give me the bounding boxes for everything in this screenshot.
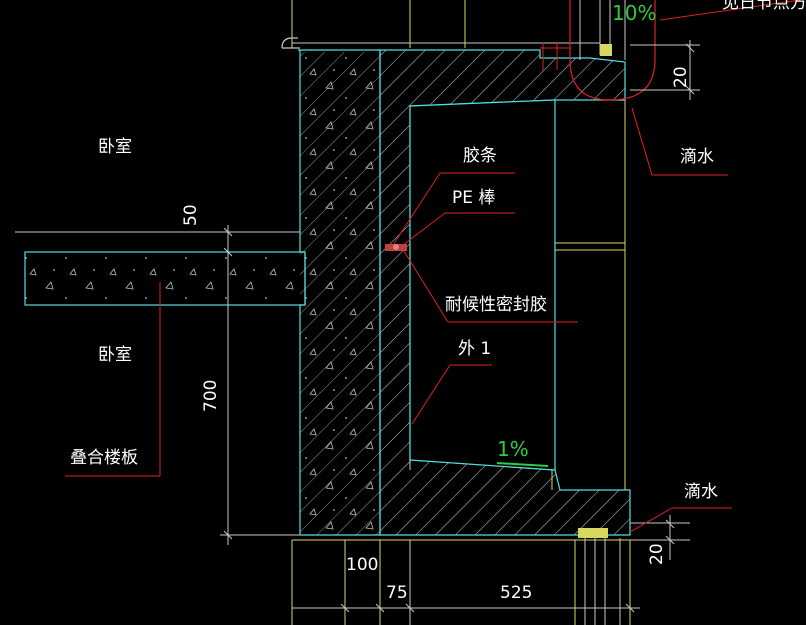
- slope-arrow: [496, 462, 549, 467]
- bottom-window-frame: [578, 528, 621, 625]
- top-slope-label: 10%: [612, 1, 656, 25]
- top-cut-label: 见日节点方框: [722, 0, 806, 13]
- drip-top-label: 滴水: [680, 147, 714, 167]
- wall-hatch: [300, 52, 380, 535]
- bedroom-upper-label: 卧室: [98, 137, 132, 157]
- top-handrail: [281, 37, 300, 49]
- dim-20-bottom: 20: [647, 543, 667, 565]
- leader-lines: [65, 107, 732, 533]
- dim-50: 50: [181, 204, 201, 226]
- drip-bottom-label: 滴水: [684, 482, 718, 502]
- exterior-1-label: 外 1: [458, 339, 491, 359]
- composite-slab-label: 叠合楼板: [70, 448, 138, 468]
- dim-100: 100: [346, 555, 378, 575]
- inner-cavity: [409, 99, 556, 471]
- sealant-label: 耐候性密封胶: [445, 295, 547, 315]
- pe-rod-label: PE 棒: [452, 188, 495, 208]
- glue-strip-label: 胶条: [463, 146, 497, 166]
- top-window-frame: [540, 0, 801, 101]
- mid-slope-label: 1%: [497, 437, 529, 461]
- composite-slab: [24, 251, 306, 306]
- dim-525: 525: [500, 583, 532, 603]
- dim-20-top: 20: [671, 66, 691, 88]
- dimension-lines: [15, 40, 695, 625]
- dim-700: 700: [201, 380, 221, 412]
- sealant-bead: [385, 244, 407, 251]
- bedroom-lower-label: 卧室: [98, 345, 132, 365]
- dim-75: 75: [386, 583, 408, 603]
